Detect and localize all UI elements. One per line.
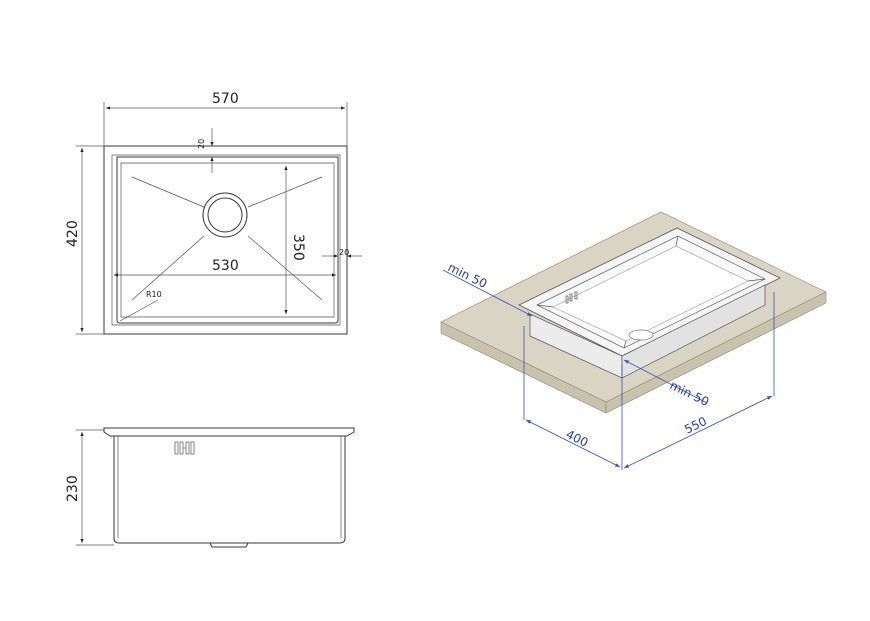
iso-view: min 50 min 50 400 550: [440, 211, 827, 470]
drain-iso: [628, 329, 654, 341]
height-dimension-label: 420: [65, 220, 81, 247]
sink-bowl-outline: [116, 156, 339, 324]
depth-dimension-label: 230: [65, 475, 81, 502]
overflow-iso-icon: [565, 291, 578, 304]
drain-inner-circle: [207, 197, 243, 233]
side-offset-label: 20: [339, 248, 349, 257]
side-view: 230: [65, 427, 355, 548]
top-view: R10 570 420 530 350 20 20: [65, 91, 362, 335]
min-right-label: min 50: [668, 378, 712, 409]
drain-outer-circle: [202, 192, 248, 238]
sink-body-outline: [113, 436, 346, 544]
sink-outer-outline: [103, 145, 348, 335]
min-left-label: min 50: [446, 260, 490, 291]
width-dimension-label: 570: [212, 91, 239, 107]
countertop-side-edge: [605, 291, 827, 414]
overflow-icon: [174, 441, 195, 455]
drain-outlet: [209, 542, 249, 548]
inner-height-dimension-label: 350: [290, 234, 306, 261]
cutout-width-label: 400: [564, 427, 591, 450]
sink-flange: [103, 427, 355, 437]
corner-radius-label: R10: [146, 290, 162, 299]
inner-width-dimension-label: 530: [212, 258, 239, 274]
drain-offset-label: 20: [197, 139, 206, 149]
